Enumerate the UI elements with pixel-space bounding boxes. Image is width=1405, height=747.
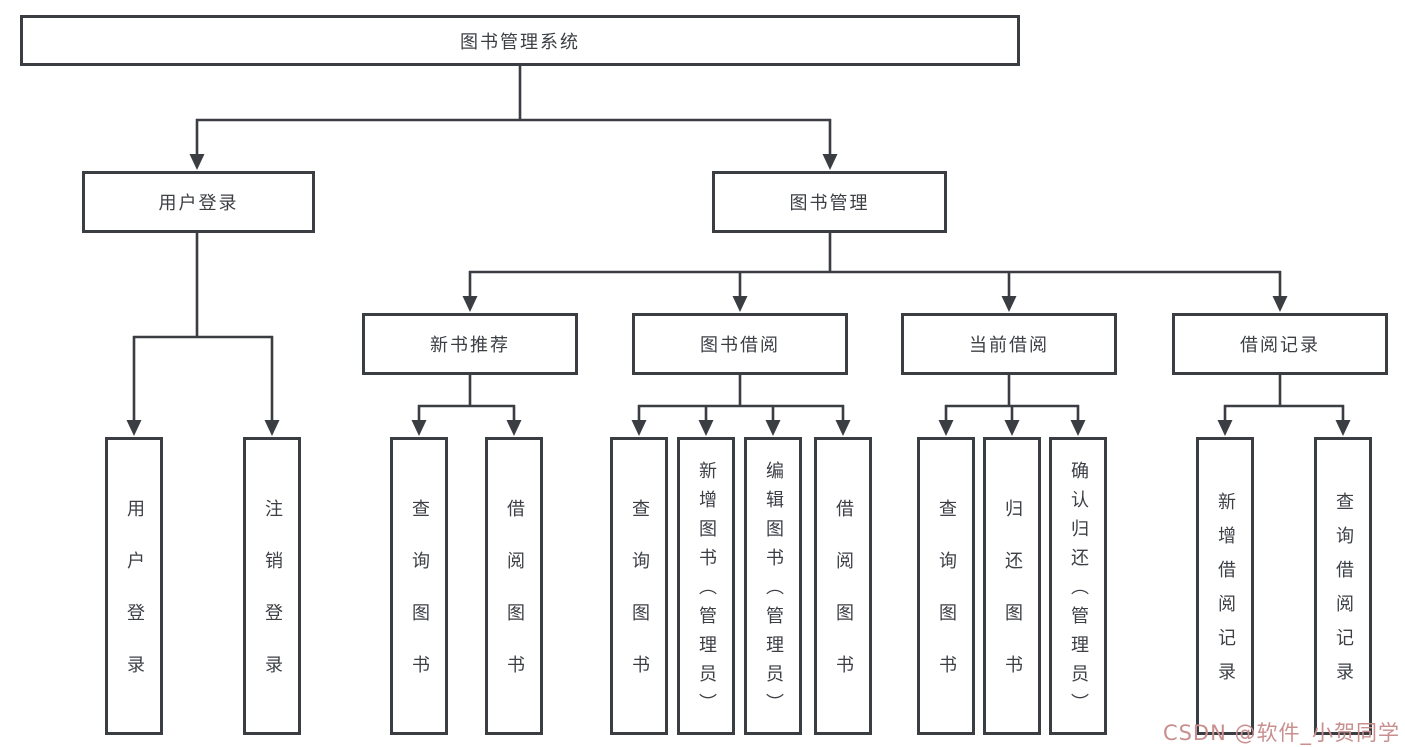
node-user-login-label: 用户登录	[158, 193, 239, 214]
leaf-logout-label: 注销登录	[262, 499, 283, 707]
leaf-query-books-borrow: 查询图书	[610, 437, 668, 735]
leaf-query-books-current-label: 查询图书	[936, 499, 957, 707]
connector-book-management	[468, 232, 1282, 297]
leaf-borrow-books-recommend: 借阅图书	[485, 437, 543, 735]
leaf-query-books-recommend: 查询图书	[390, 437, 448, 735]
leaf-return-books: 归还图书	[983, 437, 1041, 735]
node-root: 图书管理系统	[20, 15, 1020, 66]
leaf-return-books-label: 归还图书	[1002, 499, 1023, 707]
connector-borrow	[637, 374, 845, 421]
node-new-book-recommend: 新书推荐	[362, 313, 578, 375]
connector-root	[195, 65, 832, 155]
watermark: CSDN @软件_小贺同学	[1162, 721, 1400, 745]
node-book-management-label: 图书管理	[789, 193, 870, 214]
connector-recommend	[417, 374, 516, 421]
leaf-borrow-books-recommend-label: 借阅图书	[504, 499, 525, 707]
leaf-add-borrow-record-label: 新增借阅记录	[1215, 492, 1236, 696]
node-current-borrow: 当前借阅	[901, 313, 1117, 375]
node-borrow-records-label: 借阅记录	[1240, 335, 1320, 356]
connector-user-login	[132, 231, 274, 421]
node-borrow-records: 借阅记录	[1172, 313, 1388, 375]
leaf-borrow-books-label: 借阅图书	[833, 499, 854, 707]
leaf-query-borrow-record: 查询借阅记录	[1314, 437, 1372, 735]
node-book-management: 图书管理	[712, 171, 947, 233]
connector-current	[944, 374, 1080, 421]
connector-records	[1223, 374, 1345, 421]
leaf-query-books-current: 查询图书	[917, 437, 975, 735]
leaf-confirm-return-admin: 确认归还（管理员）	[1049, 437, 1107, 735]
node-book-borrow-label: 图书借阅	[700, 335, 780, 356]
leaf-edit-books-admin-label: 编辑图书（管理员）	[763, 461, 784, 722]
leaf-logout: 注销登录	[243, 437, 301, 735]
node-root-label: 图书管理系统	[460, 31, 580, 53]
leaf-query-books-borrow-label: 查询图书	[629, 499, 650, 707]
leaf-edit-books-admin: 编辑图书（管理员）	[744, 437, 802, 735]
leaf-confirm-return-admin-label: 确认归还（管理员）	[1068, 461, 1089, 722]
node-book-borrow: 图书借阅	[632, 313, 848, 375]
leaf-add-borrow-record: 新增借阅记录	[1196, 437, 1254, 735]
leaf-user-login-label: 用户登录	[124, 499, 145, 707]
node-new-book-recommend-label: 新书推荐	[430, 335, 510, 356]
node-user-login: 用户登录	[82, 171, 315, 233]
leaf-add-books-admin-label: 新增图书（管理员）	[696, 461, 717, 722]
node-current-borrow-label: 当前借阅	[969, 335, 1049, 356]
leaf-user-login: 用户登录	[105, 437, 163, 735]
leaf-query-books-recommend-label: 查询图书	[409, 499, 430, 707]
leaf-add-books-admin: 新增图书（管理员）	[677, 437, 735, 735]
leaf-query-borrow-record-label: 查询借阅记录	[1333, 492, 1354, 696]
leaf-borrow-books: 借阅图书	[814, 437, 872, 735]
